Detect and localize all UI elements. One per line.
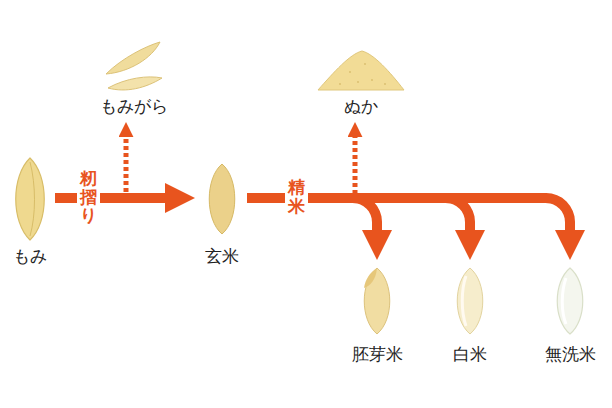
germ-rice-grain xyxy=(364,268,390,334)
stage-name: 白米 xyxy=(453,344,487,366)
brown-rice-grain xyxy=(209,164,235,234)
stage-name: 無洗米 xyxy=(545,344,596,366)
rice-stage-node: もみがら xyxy=(94,40,174,118)
process-label: 籾摺り xyxy=(77,168,100,228)
rice-stage-node: もみ xyxy=(7,156,53,268)
husk-pieces xyxy=(106,42,162,90)
stage-name: もみがら xyxy=(100,96,168,118)
rice-stage-node: 白米 xyxy=(447,264,493,366)
stage-name: ぬか xyxy=(344,96,378,118)
bran-pile xyxy=(318,51,404,90)
rice-stage-node: 無洗米 xyxy=(539,264,602,366)
white-rice-grain xyxy=(457,268,483,334)
stage-name: 玄米 xyxy=(205,246,239,268)
stage-name: 胚芽米 xyxy=(352,344,403,366)
process-arrow xyxy=(55,193,165,203)
process-label: 精米 xyxy=(285,177,308,218)
paddy-grain xyxy=(16,158,45,240)
stage-name: もみ xyxy=(13,246,47,268)
rice-stage-node: 玄米 xyxy=(199,160,245,268)
rice-stage-node: ぬか xyxy=(338,48,384,118)
wash-free-rice-grain xyxy=(557,268,583,334)
rice-stage-node: 胚芽米 xyxy=(346,264,409,366)
